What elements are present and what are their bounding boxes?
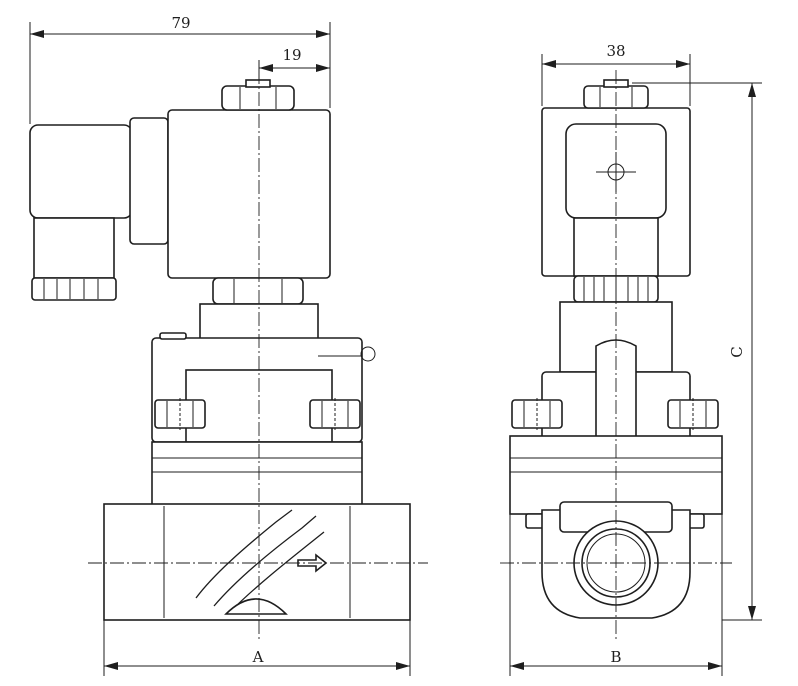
coil-body	[167, 109, 331, 279]
dimension-19-label: 19	[282, 46, 301, 64]
bonnet-screw-left	[154, 398, 206, 430]
dimension-19: 19	[258, 46, 330, 80]
side-screw-left	[511, 398, 563, 430]
dimension-b-label: B	[610, 648, 621, 666]
side-screw-right	[667, 398, 719, 430]
connector-plug	[29, 117, 169, 301]
valve-body	[103, 503, 411, 621]
coil-nut	[212, 277, 304, 305]
dimension-79: 79	[29, 14, 331, 124]
dimension-38: 38	[541, 42, 691, 106]
top-nut	[221, 79, 295, 111]
dimension-c-label: C	[728, 346, 746, 357]
dimension-a: A	[103, 620, 411, 676]
dimension-a-label: A	[252, 648, 264, 666]
dimension-b: B	[509, 514, 723, 676]
dimension-79-label: 79	[171, 14, 190, 32]
bonnet-screw-right	[309, 398, 361, 430]
front-view: 79 19 A	[29, 14, 428, 676]
dimension-c: C	[632, 82, 762, 621]
side-view: 38 C B	[500, 42, 762, 676]
dimension-38-label: 38	[606, 42, 625, 60]
